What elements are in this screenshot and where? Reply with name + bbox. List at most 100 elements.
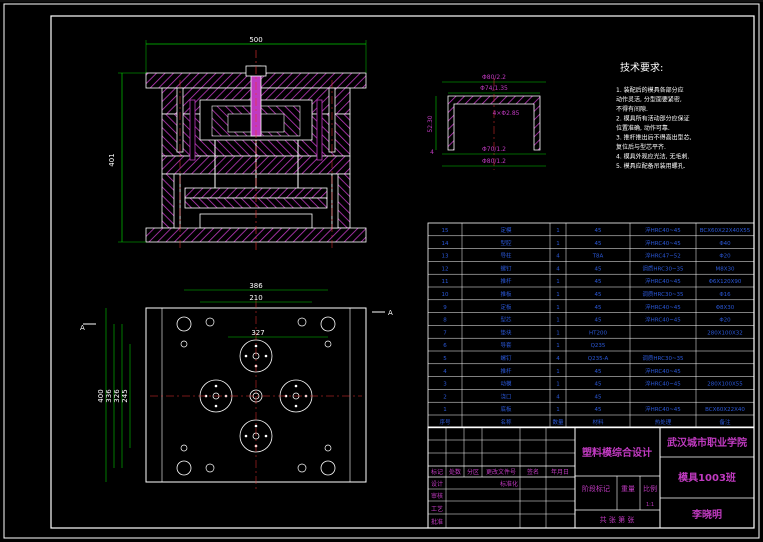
title-block bbox=[427, 426, 755, 529]
bom-cell: 螺钉 bbox=[500, 354, 512, 362]
outer-frame bbox=[3, 3, 760, 539]
bom-cell: 6 bbox=[443, 343, 447, 349]
bom-cell: Φ20 bbox=[719, 318, 731, 324]
title-row-labels: 标记处数分区更改文件号签名年月日 bbox=[431, 468, 569, 476]
bom-cell: 1 bbox=[556, 407, 560, 413]
part-detail bbox=[435, 78, 546, 170]
bom-cell: 备注 bbox=[719, 418, 731, 426]
plan-view bbox=[83, 289, 385, 490]
bom-cell: 淬HRC40~45 bbox=[645, 380, 681, 388]
bom-cell: 淬HRC40~45 bbox=[645, 226, 681, 234]
part-dim-d2: Φ74/1.35 bbox=[480, 85, 508, 92]
bom-cell: T8A bbox=[592, 254, 604, 260]
bom-cell: 14 bbox=[442, 241, 449, 247]
title-left-label: 审核 bbox=[431, 492, 443, 500]
bom-cell: M8X30 bbox=[715, 266, 735, 272]
bom-cell: 15 bbox=[442, 228, 449, 234]
bom-cell: 底板 bbox=[500, 405, 512, 413]
bom-cell: 1 bbox=[556, 318, 560, 324]
bom-cell: 螺钉 bbox=[500, 264, 512, 272]
bom-cell: 3 bbox=[443, 382, 447, 388]
title-left-label: 标准化 bbox=[500, 480, 518, 488]
bom-cell: 45 bbox=[595, 241, 602, 247]
bom-cell: Φ16 bbox=[719, 292, 731, 298]
bom-cell: 淬HRC47~52 bbox=[645, 252, 681, 260]
bom-cell: 1 bbox=[556, 228, 560, 234]
bom-cell: 导柱 bbox=[500, 252, 512, 260]
tech-line: 不得有间隙. bbox=[616, 105, 648, 113]
bom-cell: 280X100X55 bbox=[707, 382, 743, 388]
bom-cell: 1 bbox=[556, 279, 560, 285]
bom-cell: Q235 bbox=[591, 343, 606, 349]
stage-label: 阶段标记 bbox=[582, 484, 610, 493]
section-view bbox=[118, 40, 367, 252]
bom-cell: 1 bbox=[556, 369, 560, 375]
section-label-a-left: A bbox=[80, 324, 85, 332]
bom-cell: 淬HRC40~45 bbox=[645, 277, 681, 285]
school-name: 武汉城市职业学院 bbox=[667, 436, 747, 449]
bom-cell: 7 bbox=[443, 330, 447, 336]
bom-cell: 定板 bbox=[500, 303, 512, 311]
bom-cell: 淬HRC40~45 bbox=[645, 367, 681, 375]
class-name: 模具1003班 bbox=[678, 471, 736, 484]
part-dim-d5: Φ80/1.2 bbox=[482, 158, 506, 165]
dim-326: 326 bbox=[113, 389, 121, 403]
bom-cell: 调质HRC30~35 bbox=[642, 264, 684, 272]
title-left-label: 工艺 bbox=[431, 505, 443, 513]
title-row-label: 标记 bbox=[431, 468, 443, 476]
part-dim-d3: 4×Φ2.85 bbox=[493, 110, 520, 117]
bom-cell: 11 bbox=[442, 279, 449, 285]
bom-cell: 1 bbox=[556, 241, 560, 247]
bom-cell: 淬HRC40~45 bbox=[645, 316, 681, 324]
bom-cell: Φ6X120X90 bbox=[709, 279, 742, 285]
tech-lines: 1. 装配后的模具各部分应 动作灵活, 分型面要紧密, 不得有间隙.2. 模具所… bbox=[616, 86, 692, 170]
dim-336: 336 bbox=[105, 389, 113, 403]
bom-cell: 定模 bbox=[500, 226, 512, 234]
bom-cell: 45 bbox=[595, 318, 602, 324]
bom-cell: 热处理 bbox=[655, 418, 672, 426]
bom-cell: 280X100X32 bbox=[707, 330, 743, 336]
sheet-text: 共 张 第 张 bbox=[600, 515, 635, 524]
bom-cell: 1 bbox=[556, 330, 560, 336]
tech-line: 位置准确, 动作可靠. bbox=[616, 124, 670, 132]
tech-line: 复位后与型芯平齐. bbox=[616, 143, 666, 151]
title-row-label: 分区 bbox=[467, 468, 479, 476]
title-left-label: 批准 bbox=[431, 518, 443, 526]
bom-cell: 8 bbox=[443, 318, 447, 324]
bom-cell: 4 bbox=[443, 369, 447, 375]
bom-cell: 淬HRC40~45 bbox=[645, 239, 681, 247]
weight-label: 重量 bbox=[621, 485, 635, 493]
bom-cell: 45 bbox=[595, 394, 602, 400]
bom-cell: 4 bbox=[556, 356, 560, 362]
tech-title: 技术要求: bbox=[620, 61, 663, 74]
dim-245: 245 bbox=[121, 389, 129, 402]
drawing-name: 李晓明 bbox=[691, 508, 722, 521]
bom-cell: 45 bbox=[595, 292, 602, 298]
bom-cell: 淬HRC40~45 bbox=[645, 303, 681, 311]
bom-cell: HT200 bbox=[589, 330, 607, 336]
part-dim-d4: Φ70/1.2 bbox=[482, 146, 506, 153]
bom-cell: 序号 bbox=[439, 418, 451, 426]
bom-cell: Q235-A bbox=[588, 356, 609, 362]
bom-cell: 动模 bbox=[500, 380, 512, 388]
bom-cell: 推杆 bbox=[500, 277, 512, 285]
dim-210: 210 bbox=[249, 294, 262, 302]
bom-cell: 9 bbox=[443, 305, 447, 311]
bom-cell: 推板 bbox=[500, 290, 512, 298]
bom-cell: 12 bbox=[442, 266, 449, 272]
tech-line: 1. 装配后的模具各部分应 bbox=[616, 86, 684, 94]
bom-cell: 45 bbox=[595, 369, 602, 375]
bom-cell: 浇口 bbox=[500, 392, 511, 400]
title-row-label: 更改文件号 bbox=[486, 468, 516, 476]
bom-cell: 导套 bbox=[500, 341, 512, 349]
part-dim-h1: 52.30 bbox=[427, 115, 434, 132]
title-left-label: 设计 bbox=[431, 480, 443, 488]
tech-line: 4. 模具外观应光洁, 无毛刺. bbox=[616, 153, 689, 161]
part-dim-h2: 4 bbox=[430, 149, 434, 156]
bom-cell: 45 bbox=[595, 305, 602, 311]
bom-cell: 调质HRC30~35 bbox=[642, 354, 684, 362]
bom-cell: Φ8X30 bbox=[716, 305, 735, 311]
bom-cell: 1 bbox=[556, 292, 560, 298]
